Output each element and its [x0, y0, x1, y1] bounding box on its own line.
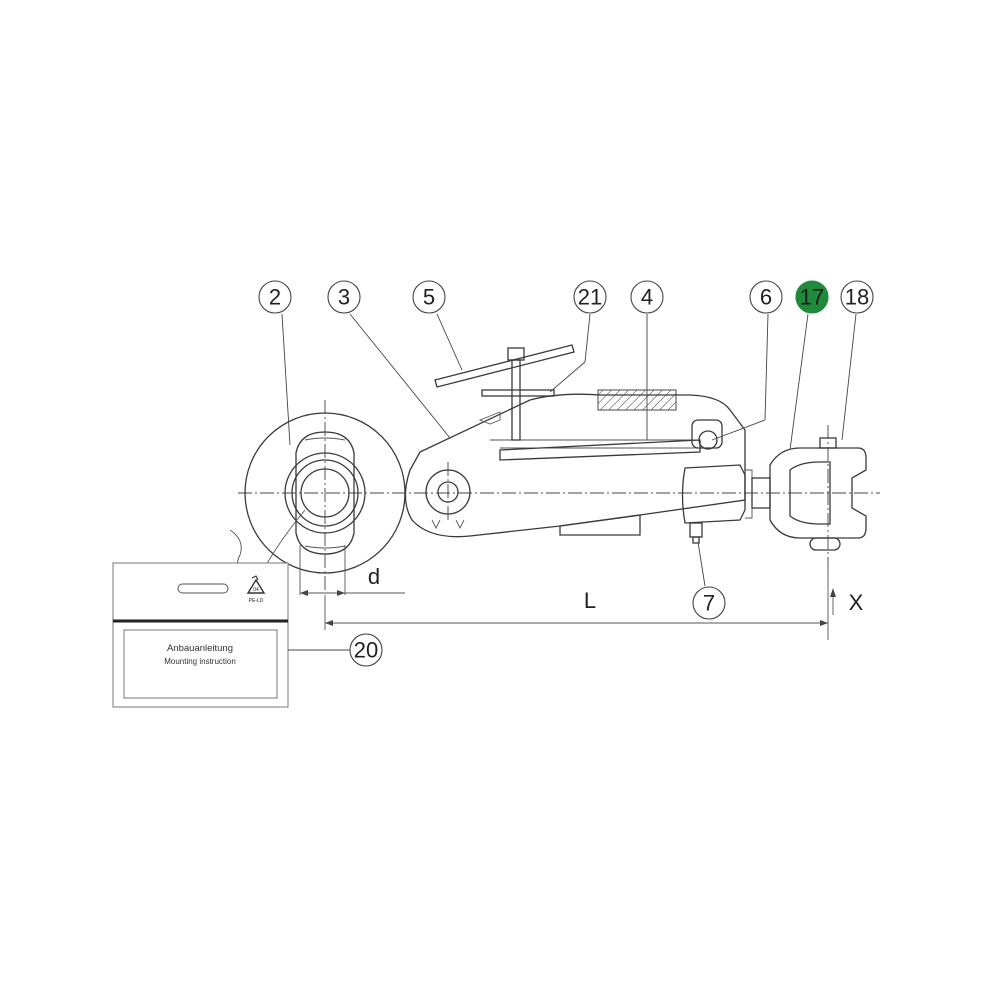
rod-end-pin	[698, 430, 718, 450]
centerlines	[238, 400, 880, 590]
dimension-d: d	[299, 545, 405, 596]
callout-18-label: 18	[845, 285, 869, 310]
lever-underside	[559, 514, 641, 536]
clevis-pin-clip	[809, 537, 841, 551]
clevis-fork	[769, 437, 867, 551]
inner-rod-assembly	[499, 419, 723, 461]
callout-20-label: 20	[354, 638, 378, 663]
callout-4-label: 4	[641, 285, 653, 310]
callout-21: 21	[573, 280, 607, 314]
recycle-material: PE-LD	[249, 598, 264, 604]
callout-17: 17	[795, 280, 829, 314]
grease-nipple-tip	[692, 536, 700, 544]
leader-7	[697, 541, 706, 587]
leader-21a	[584, 313, 591, 363]
callout-6-label: 6	[760, 285, 772, 310]
dimension-X: X	[830, 588, 864, 615]
socket-detail-top	[304, 437, 346, 441]
callout-5: 5	[412, 280, 446, 314]
leader-lines	[281, 313, 857, 651]
grease-nipple-base	[689, 522, 703, 538]
recycle-icon: 04 PE-LD	[246, 575, 266, 604]
dimension-X-label: X	[849, 590, 864, 615]
rod-end-block	[691, 419, 723, 449]
nut-collar	[745, 469, 753, 519]
dimension-L: L	[324, 570, 829, 640]
leader-6b	[711, 419, 766, 441]
callout-3: 3	[327, 280, 361, 314]
callout-5-label: 5	[423, 285, 435, 310]
recycle-code: 04	[253, 587, 259, 593]
dimension-L-label: L	[584, 588, 596, 613]
handle-bar	[434, 344, 575, 388]
callout-7-label: 7	[703, 591, 715, 616]
callout-2-label: 2	[269, 285, 281, 310]
leader-6a	[764, 313, 769, 421]
instruction-sheet	[123, 629, 278, 699]
leader-17	[789, 313, 809, 451]
instruction-title-de: Anbauanleitung	[167, 643, 233, 654]
leader-3	[349, 313, 451, 439]
callout-18: 18	[840, 280, 874, 314]
handle-pin-assembly	[434, 344, 575, 441]
pin-shaft	[511, 359, 521, 441]
leader-21b	[549, 361, 586, 393]
bag-hang-hole	[177, 583, 229, 594]
leader-18	[841, 313, 857, 441]
callout-6: 6	[749, 280, 783, 314]
leader-5	[436, 313, 463, 371]
instruction-bag: 04 PE-LD Anbauanleitung Mounting instruc…	[112, 562, 289, 708]
callout-21-label: 21	[578, 285, 602, 310]
pin-washer	[481, 389, 555, 397]
lever-body	[404, 393, 746, 538]
lever-hatch-large	[597, 389, 677, 411]
callout-17-label: 17	[800, 285, 824, 310]
main-lever	[404, 389, 746, 538]
instruction-title-en: Mounting instruction	[164, 657, 236, 666]
leader-2	[281, 313, 291, 446]
dimension-d-label: d	[368, 564, 380, 589]
callout-3-label: 3	[338, 285, 350, 310]
callout-2: 2	[258, 280, 292, 314]
socket-detail-bottom	[304, 545, 346, 549]
lever-pivot-clip	[431, 519, 465, 530]
socket-body	[295, 431, 355, 555]
inner-rod	[499, 439, 701, 461]
callout-20: 20	[349, 633, 383, 667]
callout-4: 4	[630, 280, 664, 314]
callout-7: 7	[692, 586, 726, 620]
clevis-body	[769, 447, 867, 539]
nut-body	[681, 464, 746, 524]
lever-hatch-small	[478, 411, 501, 425]
clevis-inner	[789, 461, 831, 525]
